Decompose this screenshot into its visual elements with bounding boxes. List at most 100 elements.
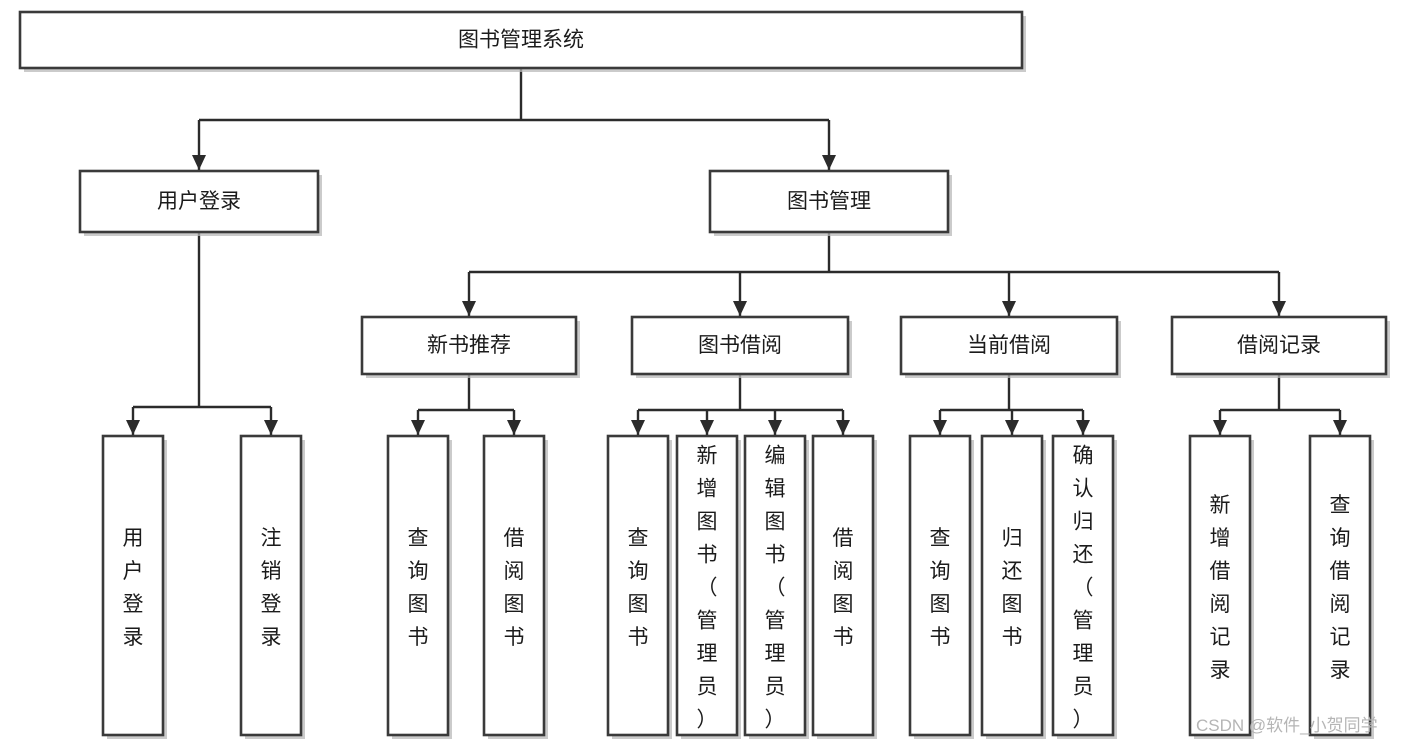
node-label-book-management: 图书管理 xyxy=(787,190,871,213)
svg-text:查: 查 xyxy=(930,527,951,550)
svg-text:销: 销 xyxy=(261,560,282,583)
node-leaf-user-login[interactable]: 用户登录 xyxy=(101,434,167,739)
node-borrow-records[interactable]: 借阅记录 xyxy=(1170,315,1390,378)
svg-text:）: ） xyxy=(765,709,786,732)
svg-text:理: 理 xyxy=(765,643,786,666)
node-label-current-borrow: 当前借阅 xyxy=(967,334,1051,357)
node-label-root: 图书管理系统 xyxy=(458,29,584,52)
svg-text:（: （ xyxy=(1073,577,1094,600)
arrow-head-icon xyxy=(1005,420,1019,435)
svg-text:图: 图 xyxy=(628,593,649,616)
node-label-user-login: 用户登录 xyxy=(157,190,241,213)
arrow-head-icon xyxy=(1213,420,1227,435)
node-root[interactable]: 图书管理系统 xyxy=(18,10,1026,72)
svg-text:借: 借 xyxy=(1330,560,1351,583)
svg-text:图: 图 xyxy=(408,593,429,616)
arrow-head-icon xyxy=(1002,301,1016,316)
svg-text:阅: 阅 xyxy=(1210,593,1231,616)
svg-text:查: 查 xyxy=(628,527,649,550)
svg-text:查: 查 xyxy=(1330,494,1351,517)
arrow-head-icon xyxy=(768,420,782,435)
svg-text:书: 书 xyxy=(697,544,718,567)
svg-text:归: 归 xyxy=(1002,527,1023,550)
svg-text:图: 图 xyxy=(504,593,525,616)
arrow-head-icon xyxy=(264,420,278,435)
svg-text:还: 还 xyxy=(1002,560,1023,583)
connector-book-borrow xyxy=(631,374,850,435)
node-current-borrow[interactable]: 当前借阅 xyxy=(899,315,1121,378)
svg-text:借: 借 xyxy=(833,527,854,550)
svg-text:管: 管 xyxy=(765,610,786,633)
node-book-management[interactable]: 图书管理 xyxy=(708,169,952,236)
arrow-head-icon xyxy=(1333,420,1347,435)
connector-user-login xyxy=(126,232,278,435)
svg-text:借: 借 xyxy=(504,527,525,550)
connectors-layer xyxy=(126,68,1347,435)
arrow-head-icon xyxy=(462,301,476,316)
arrow-head-icon xyxy=(192,155,206,170)
svg-text:书: 书 xyxy=(1002,626,1023,649)
svg-text:询: 询 xyxy=(930,560,951,583)
svg-text:增: 增 xyxy=(1210,527,1231,550)
svg-text:辑: 辑 xyxy=(765,478,786,501)
svg-text:记: 记 xyxy=(1330,626,1351,649)
connector-root xyxy=(192,68,836,170)
arrow-head-icon xyxy=(631,420,645,435)
svg-text:询: 询 xyxy=(1330,527,1351,550)
node-book-borrow[interactable]: 图书借阅 xyxy=(630,315,852,378)
node-label-book-borrow: 图书借阅 xyxy=(698,334,782,357)
node-user-login[interactable]: 用户登录 xyxy=(78,169,322,236)
connector-current-borrow xyxy=(933,374,1090,435)
svg-text:录: 录 xyxy=(1210,659,1231,682)
svg-text:理: 理 xyxy=(1073,643,1094,666)
connector-book-management xyxy=(462,232,1286,316)
node-label-new-book-recommend: 新书推荐 xyxy=(427,334,511,357)
svg-text:管: 管 xyxy=(1073,610,1094,633)
svg-text:询: 询 xyxy=(628,560,649,583)
svg-text:）: ） xyxy=(1073,709,1094,732)
svg-text:图: 图 xyxy=(697,511,718,534)
svg-text:录: 录 xyxy=(261,626,282,649)
arrow-head-icon xyxy=(411,420,425,435)
svg-text:书: 书 xyxy=(628,626,649,649)
svg-text:（: （ xyxy=(697,577,718,600)
svg-text:阅: 阅 xyxy=(504,560,525,583)
svg-text:图: 图 xyxy=(833,593,854,616)
svg-text:记: 记 xyxy=(1210,626,1231,649)
svg-text:图: 图 xyxy=(930,593,951,616)
node-new-book-recommend[interactable]: 新书推荐 xyxy=(360,315,580,378)
arrow-head-icon xyxy=(822,155,836,170)
arrow-head-icon xyxy=(836,420,850,435)
svg-text:（: （ xyxy=(765,577,786,600)
svg-text:阅: 阅 xyxy=(1330,593,1351,616)
svg-text:用: 用 xyxy=(123,527,144,550)
svg-text:认: 认 xyxy=(1073,478,1094,501)
nodes-layer: 图书管理系统用户登录图书管理新书推荐图书借阅当前借阅借阅记录用户登录注销登录查询… xyxy=(18,10,1390,739)
svg-text:图: 图 xyxy=(1002,593,1023,616)
svg-text:查: 查 xyxy=(408,527,429,550)
arrow-head-icon xyxy=(733,301,747,316)
svg-text:员: 员 xyxy=(765,676,786,699)
svg-text:编: 编 xyxy=(765,445,786,468)
svg-text:户: 户 xyxy=(123,560,144,583)
arrow-head-icon xyxy=(507,420,521,435)
